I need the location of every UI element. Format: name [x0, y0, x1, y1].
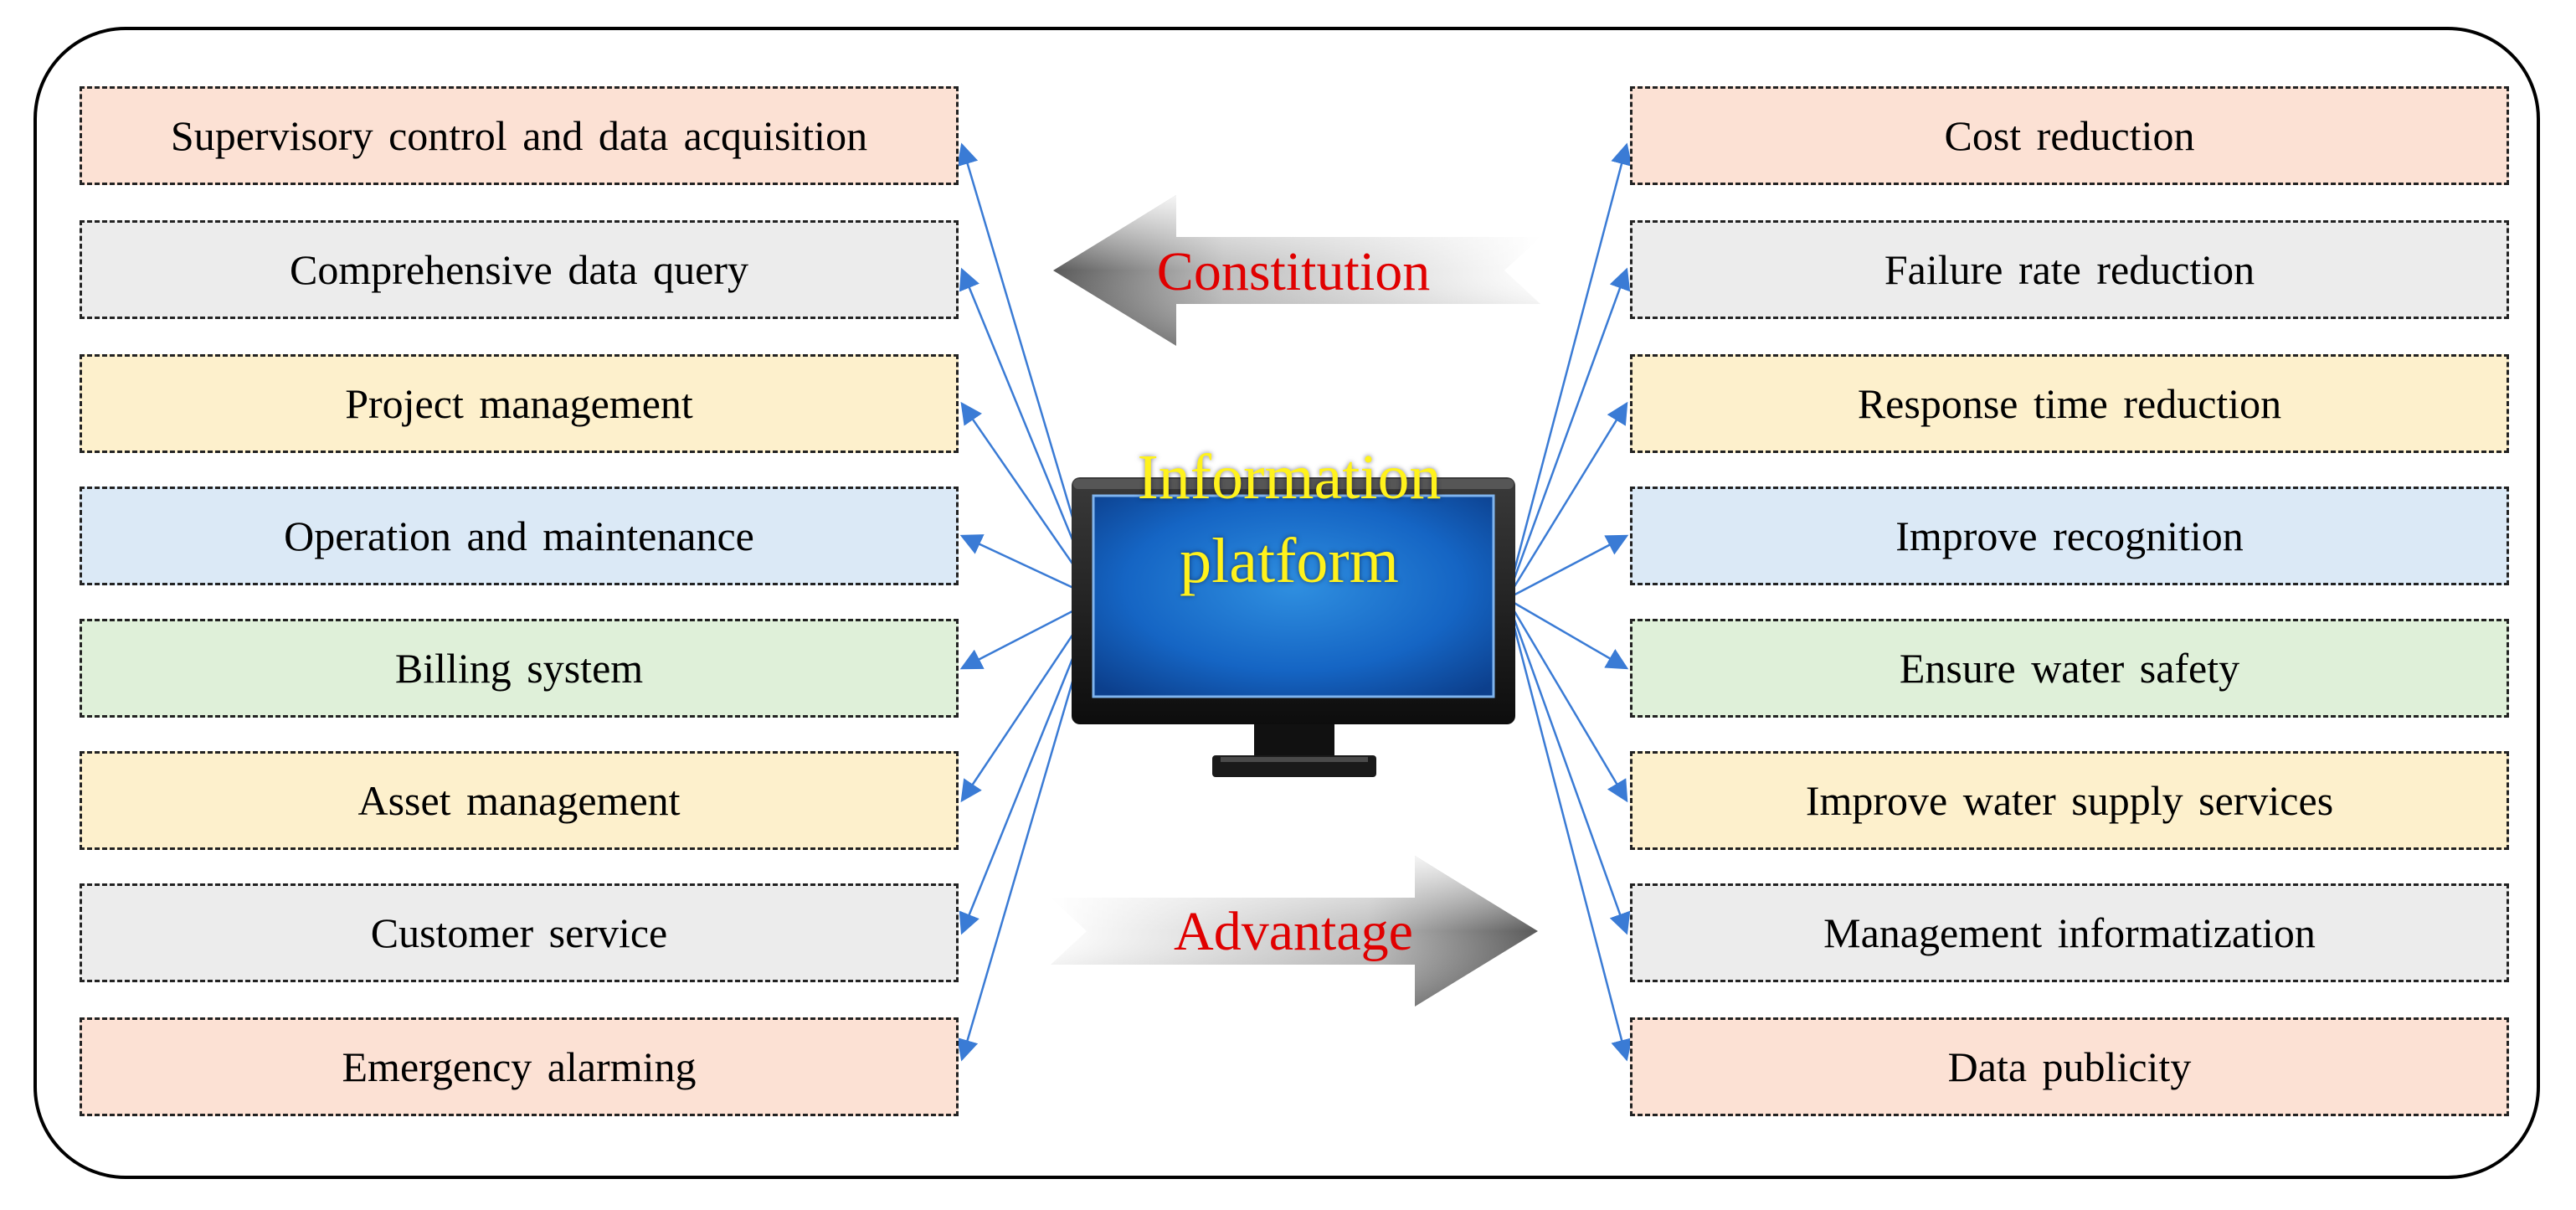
left-box-8: Emergency alarming: [80, 1017, 959, 1116]
monitor-icon: [1072, 477, 1515, 777]
right-box-label: Management informatization: [1823, 909, 2316, 956]
left-box-3: Project management: [80, 354, 959, 453]
title-line-2: platform: [1180, 526, 1399, 596]
right-box-label: Data publicity: [1947, 1043, 2192, 1090]
left-box-5: Billing system: [80, 619, 959, 718]
right-connector-arrow: [1505, 598, 1631, 935]
left-box-1: Supervisory control and data acquisition: [80, 86, 959, 185]
left-box-label: Project management: [345, 380, 693, 427]
right-box-label: Ensure water safety: [1899, 645, 2240, 692]
right-connector-arrow: [1505, 142, 1632, 600]
right-box-5: Ensure water safety: [1630, 619, 2509, 718]
left-box-label: Supervisory control and data acquisition: [170, 112, 868, 159]
right-connector-arrow: [1505, 401, 1628, 600]
right-connector-arrow: [1506, 534, 1629, 600]
constitution-arrow-icon: [1053, 195, 1540, 346]
right-box-2: Failure rate reduction: [1630, 220, 2509, 319]
advantage-arrow-icon: [1051, 856, 1538, 1007]
right-box-label: Cost reduction: [1944, 112, 2195, 159]
right-box-6: Improve water supply services: [1630, 751, 2509, 850]
right-box-4: Improve recognition: [1630, 487, 2509, 585]
title-line-1: Information: [1137, 442, 1442, 512]
constitution-label: Constitution: [1156, 241, 1431, 302]
information-platform-title: Information platform: [1126, 435, 1453, 603]
left-box-2: Comprehensive data query: [80, 220, 959, 319]
left-box-4: Operation and maintenance: [80, 487, 959, 585]
left-box-6: Asset management: [80, 751, 959, 850]
left-box-label: Comprehensive data query: [290, 246, 748, 293]
right-box-label: Response time reduction: [1857, 380, 2282, 427]
left-box-7: Customer service: [80, 883, 959, 982]
left-box-label: Asset management: [357, 777, 681, 824]
outer-frame: [33, 27, 2540, 1179]
right-box-label: Improve water supply services: [1805, 777, 2334, 824]
right-box-1: Cost reduction: [1630, 86, 2509, 185]
left-box-label: Customer service: [370, 909, 668, 956]
left-box-label: Operation and maintenance: [284, 512, 754, 559]
right-box-3: Response time reduction: [1630, 354, 2509, 453]
right-connector-arrow: [1505, 267, 1631, 600]
right-connector-arrow: [1505, 598, 1632, 1062]
left-box-label: Emergency alarming: [342, 1043, 697, 1090]
right-box-8: Data publicity: [1630, 1017, 2509, 1116]
right-connector-arrow: [1505, 598, 1628, 803]
right-connector-arrow: [1506, 597, 1629, 670]
left-box-label: Billing system: [394, 645, 644, 692]
right-box-label: Failure rate reduction: [1884, 246, 2255, 293]
advantage-label: Advantage: [1174, 901, 1413, 962]
right-box-label: Improve recognition: [1895, 512, 2244, 559]
right-box-7: Management informatization: [1630, 883, 2509, 982]
